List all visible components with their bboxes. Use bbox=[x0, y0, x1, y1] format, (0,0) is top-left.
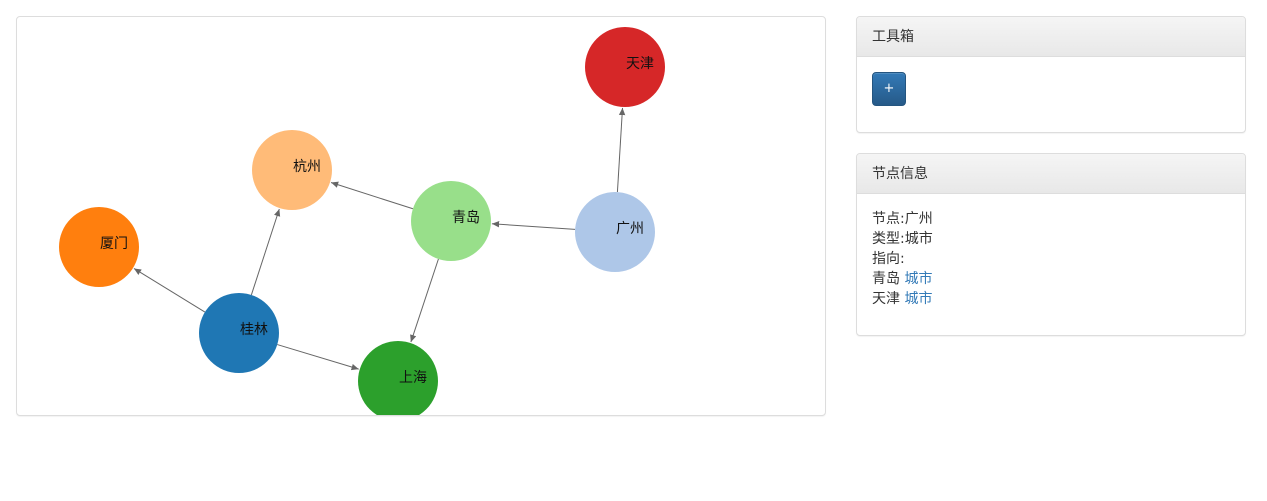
node-circle[interactable] bbox=[59, 207, 139, 287]
node-label: 杭州 bbox=[293, 159, 321, 175]
edge-guilin-hangzhou bbox=[250, 208, 281, 296]
target-name: 青岛 bbox=[872, 271, 900, 287]
node-info-body: 节点:广州 类型:城市 指向: 青岛 城市 天津 城市 bbox=[857, 194, 1245, 324]
node-name-line: 节点:广州 bbox=[872, 211, 933, 227]
node-label: 青岛 bbox=[452, 210, 480, 226]
node-qingdao[interactable]: 青岛 bbox=[411, 181, 491, 261]
node-label: 厦门 bbox=[100, 236, 128, 252]
toolbox-title: 工具箱 bbox=[857, 17, 1245, 57]
node-label: 天津 bbox=[626, 56, 654, 72]
node-type-line: 类型:城市 bbox=[872, 231, 933, 247]
node-circle[interactable] bbox=[411, 181, 491, 261]
edge-guilin-xiamen bbox=[133, 268, 206, 313]
node-xiamen[interactable]: 厦门 bbox=[59, 207, 139, 287]
target-name: 天津 bbox=[872, 291, 900, 307]
edge-qingdao-shanghai bbox=[410, 258, 439, 343]
edge-guangzhou-tianjin bbox=[616, 107, 626, 193]
graph-panel: 天津杭州青岛广州厦门桂林上海 bbox=[16, 16, 826, 416]
edge-guilin-shanghai bbox=[277, 344, 359, 371]
toolbox-body: + bbox=[857, 57, 1245, 121]
node-guilin[interactable]: 桂林 bbox=[199, 293, 279, 373]
target-row: 天津 城市 bbox=[872, 289, 1230, 309]
edges-layer bbox=[133, 107, 626, 371]
node-hangzhou[interactable]: 杭州 bbox=[252, 130, 332, 210]
node-label: 广州 bbox=[616, 221, 644, 237]
toolbox-panel: 工具箱 + bbox=[856, 16, 1246, 133]
node-tianjin[interactable]: 天津 bbox=[585, 27, 665, 107]
node-circle[interactable] bbox=[199, 293, 279, 373]
node-label: 桂林 bbox=[240, 322, 268, 338]
node-circle[interactable] bbox=[358, 341, 438, 415]
edge-qingdao-hangzhou bbox=[330, 181, 414, 210]
target-type-link[interactable]: 城市 bbox=[904, 291, 933, 307]
node-circle[interactable] bbox=[575, 192, 655, 272]
node-circle[interactable] bbox=[585, 27, 665, 107]
target-type-link[interactable]: 城市 bbox=[904, 271, 933, 287]
node-label: 上海 bbox=[399, 370, 427, 386]
target-row: 青岛 城市 bbox=[872, 269, 1230, 289]
node-shanghai[interactable]: 上海 bbox=[358, 341, 438, 415]
node-guangzhou[interactable]: 广州 bbox=[575, 192, 655, 272]
edge-guangzhou-qingdao bbox=[491, 221, 576, 230]
node-info-title: 节点信息 bbox=[857, 154, 1245, 194]
node-info-panel: 节点信息 节点:广州 类型:城市 指向: 青岛 城市 天津 城市 bbox=[856, 153, 1246, 336]
add-node-button[interactable]: + bbox=[872, 72, 906, 106]
node-circle[interactable] bbox=[252, 130, 332, 210]
direction-label: 指向: bbox=[872, 251, 905, 267]
